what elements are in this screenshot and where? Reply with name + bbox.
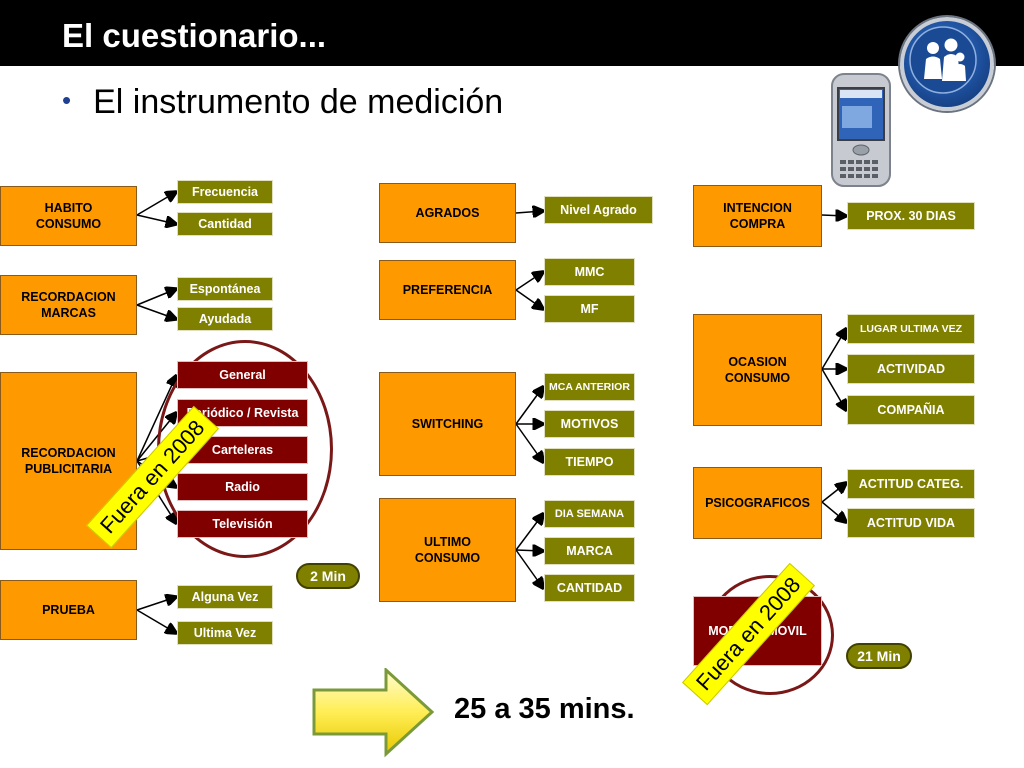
item-frecuencia: Frecuencia bbox=[177, 180, 273, 204]
page-title: El cuestionario... bbox=[62, 17, 327, 54]
connector bbox=[136, 214, 176, 224]
arrow-right-icon bbox=[312, 668, 435, 758]
item-actividad: ACTIVIDAD bbox=[847, 354, 975, 384]
bullet-text: El instrumento de medición bbox=[93, 83, 504, 121]
box-habito-consumo: HABITO CONSUMO bbox=[0, 186, 137, 246]
item-dia-semana: DIA SEMANA bbox=[544, 500, 635, 528]
item-espontanea: Espontánea bbox=[177, 277, 273, 301]
connector bbox=[136, 192, 176, 216]
box-agrados: AGRADOS bbox=[379, 183, 516, 243]
item-marca: MARCA bbox=[544, 537, 635, 565]
item-mmc: MMC bbox=[544, 258, 635, 286]
box-recordacion-marcas: RECORDACION MARCAS bbox=[0, 275, 137, 335]
time-badge-2-min: 2 Min bbox=[296, 563, 360, 589]
connector bbox=[821, 329, 846, 370]
connector bbox=[136, 289, 176, 306]
box-recordacion-publicitaria: RECORDACION PUBLICITARIA bbox=[0, 372, 137, 550]
box-psicograficos: PSICOGRAFICOS bbox=[693, 467, 822, 539]
item-lugar-ultima-vez: LUGAR ULTIMA VEZ bbox=[847, 314, 975, 344]
connector bbox=[821, 215, 846, 216]
box-preferencia: PREFERENCIA bbox=[379, 260, 516, 320]
connector bbox=[821, 368, 846, 410]
item-mf: MF bbox=[544, 295, 635, 323]
item-motivos: MOTIVOS bbox=[544, 410, 635, 438]
connector bbox=[515, 387, 543, 425]
item-nivel-agrado: Nivel Agrado bbox=[544, 196, 653, 224]
connector bbox=[515, 549, 543, 588]
header-bar: El cuestionario... bbox=[0, 0, 1024, 66]
item-alguna-vez: Alguna Vez bbox=[177, 585, 273, 609]
connector bbox=[136, 304, 176, 319]
box-ultimo-consumo: ULTIMO CONSUMO bbox=[379, 498, 516, 602]
connector bbox=[821, 483, 846, 503]
item-actitud-categ: ACTITUD CATEG. bbox=[847, 469, 975, 499]
item-mca-anterior: MCA ANTERIOR bbox=[544, 373, 635, 401]
item-cantidad-2: CANTIDAD bbox=[544, 574, 635, 602]
time-badge-21-min: 21 Min bbox=[846, 643, 912, 669]
connector bbox=[821, 501, 846, 522]
connector bbox=[515, 550, 543, 551]
item-ultima-vez: Ultima Vez bbox=[177, 621, 273, 645]
item-prox-30-dias: PROX. 30 DIAS bbox=[847, 202, 975, 230]
item-radio: Radio bbox=[177, 473, 308, 501]
connector bbox=[515, 514, 543, 551]
item-general: General bbox=[177, 361, 308, 389]
item-carteleras: Carteleras bbox=[177, 436, 308, 464]
item-cantidad: Cantidad bbox=[177, 212, 273, 236]
box-intencion-compra: INTENCION COMPRA bbox=[693, 185, 822, 247]
item-actitud-vida: ACTITUD VIDA bbox=[847, 508, 975, 538]
bullet-line: • El instrumento de medición bbox=[62, 78, 503, 124]
box-switching: SWITCHING bbox=[379, 372, 516, 476]
item-compania: COMPAÑIA bbox=[847, 395, 975, 425]
item-tiempo: TIEMPO bbox=[544, 448, 635, 476]
total-time: 25 a 35 mins. bbox=[454, 693, 635, 725]
box-ocasion-consumo: OCASION CONSUMO bbox=[693, 314, 822, 426]
box-prueba: PRUEBA bbox=[0, 580, 137, 640]
connector bbox=[136, 597, 176, 611]
connector bbox=[515, 289, 543, 309]
pda-icon bbox=[831, 73, 891, 187]
bullet-dot: • bbox=[62, 85, 72, 115]
item-television: Televisión bbox=[177, 510, 308, 538]
connector bbox=[515, 423, 543, 462]
item-ayudada: Ayudada bbox=[177, 307, 273, 331]
connector bbox=[136, 609, 176, 633]
connector bbox=[515, 211, 543, 213]
connector bbox=[515, 272, 543, 291]
people-icon bbox=[900, 17, 994, 111]
